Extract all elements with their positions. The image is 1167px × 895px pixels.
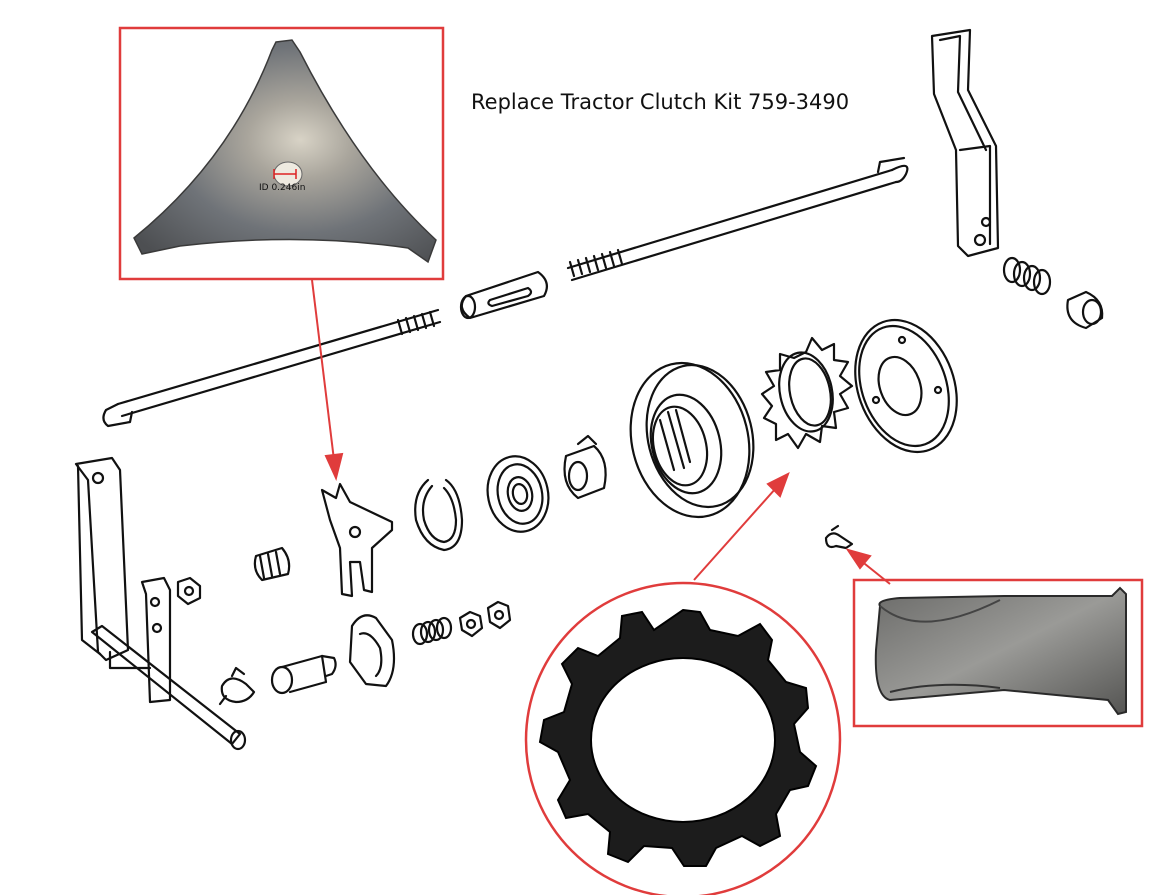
cable-clip [218, 666, 256, 706]
star-washer-drawing [760, 336, 854, 450]
fork-bracket-drawing [320, 482, 394, 598]
roller [253, 546, 291, 582]
inner-diameter-label: ID 0.246in [259, 183, 306, 193]
lower-control-rod [102, 308, 442, 428]
ball-bearing [486, 455, 550, 533]
lock-nuts [458, 600, 512, 638]
fork-bracket-inset [118, 26, 445, 281]
pivot-bracket-assembly [74, 456, 247, 751]
clutch-lever-bracket [930, 28, 1000, 258]
compression-spring [411, 616, 453, 646]
pulley [629, 361, 755, 519]
shoulder-bolt [270, 654, 337, 695]
spring-clip-inset [852, 578, 1144, 728]
callout-arrows [311, 279, 891, 585]
retaining-ring [414, 478, 464, 552]
tension-spring [1002, 256, 1052, 296]
flange-plate [854, 318, 958, 454]
upper-control-rod [566, 156, 909, 282]
page-title: Replace Tractor Clutch Kit 759-3490 [471, 90, 850, 114]
shaft-collar [563, 434, 607, 500]
hex-nut [176, 576, 202, 606]
spring-clip-drawing [824, 524, 854, 550]
star-washer-inset [524, 581, 842, 895]
dampener-block [348, 614, 396, 688]
turnbuckle [459, 270, 549, 320]
bushing [1066, 290, 1104, 330]
